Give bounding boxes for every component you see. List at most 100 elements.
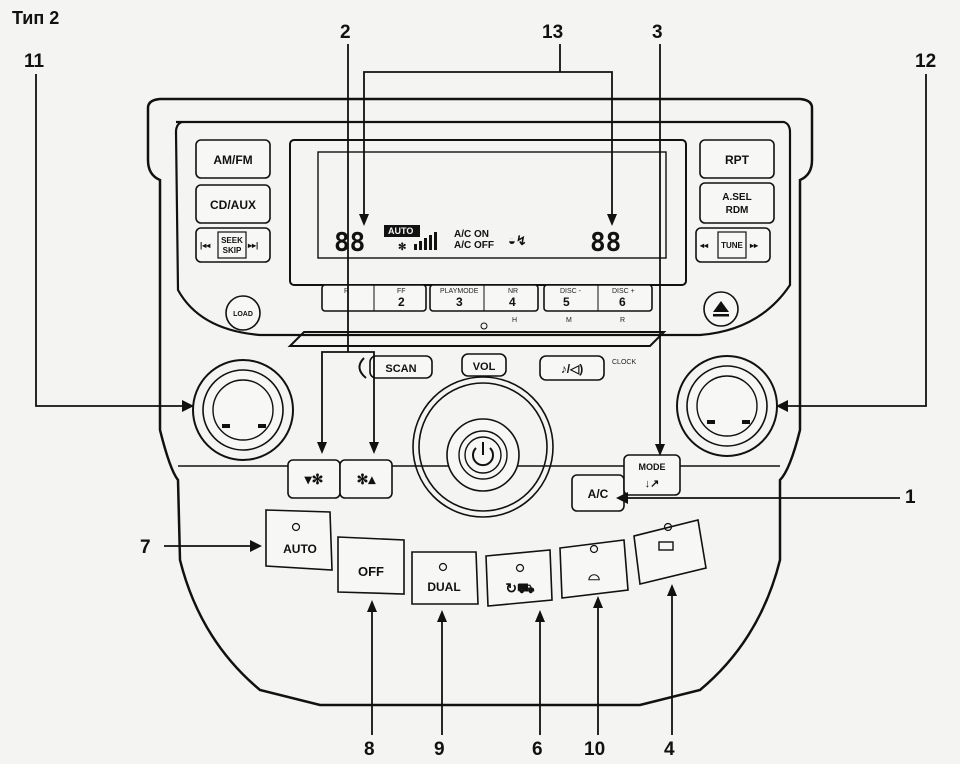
display-auto-badge-bg [384,225,420,237]
load-button[interactable] [225,295,261,331]
preset-3-num: 3 [456,295,463,309]
fan-up-icon: ✻▴ [357,471,377,487]
asel-label: A.SEL [722,192,751,203]
amfm-label: AM/FM [213,153,252,167]
preset-6-top: DISC + [612,288,635,295]
preset-3-top: PLAYMODE [440,288,479,295]
callout-9: 9 [434,739,445,760]
preset-5-top: DISC - [560,288,582,295]
mode-airflow-icon: ↓↗ [645,478,660,490]
display-auto-badge: AUTO [388,226,413,236]
auto-label: AUTO [283,542,317,556]
display-lcd [317,151,667,259]
rear-defrost-button[interactable] [633,519,707,585]
center-knob-ring [412,376,554,518]
rpt-button[interactable] [699,139,775,179]
seek-back-icon: |◂◂ [200,241,211,250]
vol-label: VOL [473,361,496,373]
seek-skip-inner [217,231,247,259]
mode-button[interactable] [623,454,681,496]
recirculation-button[interactable] [485,549,553,607]
tune-button[interactable] [695,227,771,263]
seek-skip-button[interactable] [195,227,271,263]
display-ac-off: A/C OFF [454,240,494,251]
tune-label: TUNE [721,241,743,250]
under-preset-m: M [566,317,572,324]
scan-label: SCAN [385,363,416,375]
fan-up-button[interactable] [339,459,393,499]
front-defrost-button[interactable] [559,539,629,599]
panel-outline [146,97,814,707]
ac-button[interactable] [571,474,625,512]
auto-button[interactable] [265,509,333,571]
tune-back-icon: ◂◂ [699,241,709,250]
preset-4-num: 4 [509,295,516,309]
cdaux-button[interactable] [195,184,271,224]
amfm-button[interactable] [195,139,271,179]
preset-6-num: 6 [619,295,626,309]
preset-1-top: R [344,288,349,295]
tune-inner [717,231,747,259]
cd-slot [287,331,667,347]
leader-lines [35,44,927,735]
indicator-dot [480,322,488,330]
display-mode-icon: ◒↯ [508,233,527,248]
audio-bezel [174,120,792,337]
front-defrost-icon: ⌓ [588,567,600,584]
power-icon [472,447,494,467]
recirculation-indicator [515,563,525,573]
sound-clock-button[interactable] [539,355,605,381]
preset-row: R FF 2 PLAYMODE NR 3 4 DISC - DISC + 5 6 [321,284,653,312]
cdaux-label: CD/AUX [210,198,256,212]
callout-1: 1 [905,487,916,508]
fan-down-icon: ▾✻ [304,471,324,487]
eject-icon [713,301,729,312]
leader-arrowheads [182,214,788,622]
preset-4-top: NR [508,288,518,295]
display-right-digits: 88 [590,228,621,258]
mode-label: MODE [639,462,666,472]
rear-defrost-indicator [663,522,673,532]
display-ac-on: A/C ON [454,229,489,240]
recirculation-icon: ↻⛟ [505,580,535,596]
display-frame [289,139,687,286]
dual-button[interactable] [411,551,479,605]
front-defrost-indicator [589,544,599,554]
callout-3: 3 [652,22,663,43]
display-left-digits: 88 [334,228,365,258]
callout-7: 7 [140,537,151,558]
scan-button[interactable] [369,355,433,379]
auto-indicator [291,522,301,532]
callout-2: 2 [340,22,351,43]
seek-label: SEEK [221,236,243,245]
callout-6: 6 [532,739,543,760]
callout-8: 8 [364,739,375,760]
diagram-title: Тип 2 [12,8,59,28]
dual-label: DUAL [427,580,460,594]
sound-icon: ♪/◁) [561,362,584,376]
scan-bracket [358,357,367,379]
off-label: OFF [358,564,384,579]
under-preset-h: H [512,317,517,324]
vol-button[interactable] [461,353,507,377]
under-preset-r: R [620,317,625,324]
preset-2-num: 2 [398,295,405,309]
display-fan-level-bars [414,232,437,250]
rdm-label: RDM [726,205,749,216]
callout-4: 4 [664,739,675,760]
seek-forward-icon: ▸▸| [247,241,258,250]
skip-label: SKIP [223,246,242,255]
display-fan-icon: ✻ [398,242,406,253]
off-button[interactable] [337,536,405,595]
asel-rdm-button[interactable] [699,182,775,224]
right-temp-knob[interactable] [686,365,768,447]
callout-10: 10 [584,739,605,760]
left-temp-knob[interactable] [202,369,284,451]
tune-forward-icon: ▸▸ [749,241,759,250]
dual-indicator [438,562,448,572]
rear-defrost-icon [658,541,674,551]
clock-label: CLOCK [612,359,636,366]
left-temp-knob-bezel [192,359,294,461]
